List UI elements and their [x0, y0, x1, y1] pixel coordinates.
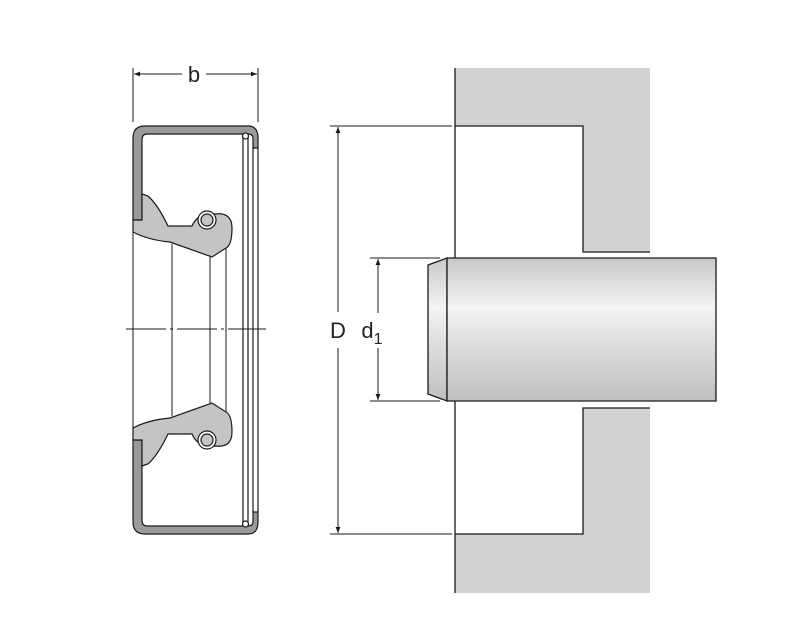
label-d: d	[361, 318, 373, 343]
label-subscript-1: 1	[374, 331, 383, 348]
seal-section	[126, 125, 266, 535]
dimension-b	[132, 68, 259, 122]
label-b: b	[188, 62, 200, 87]
label-d1: d1	[361, 318, 382, 348]
dimension-D	[330, 125, 452, 535]
shaft	[427, 257, 717, 402]
dimension-d1	[370, 257, 440, 402]
label-D: D	[330, 318, 346, 343]
